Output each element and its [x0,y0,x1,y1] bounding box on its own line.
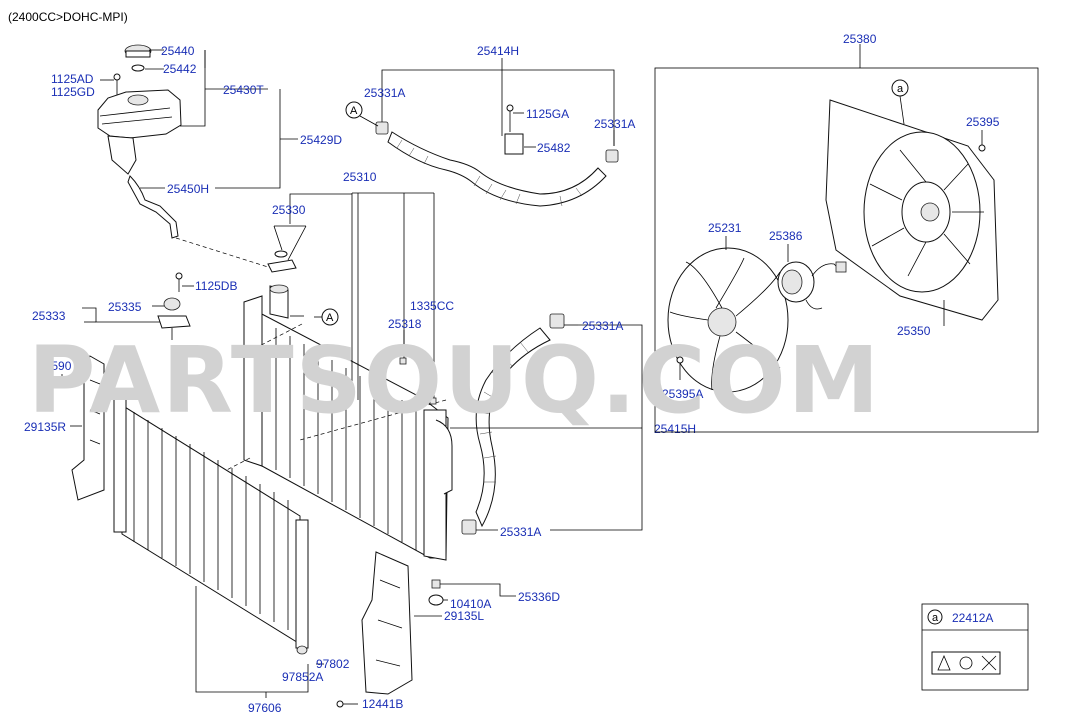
ref-letter-A-top: A [350,105,358,117]
ref-letter-a-fan: a [897,83,904,95]
condenser-illustration [113,395,309,655]
watermark-text: PARTSOUQ.COM [28,327,881,434]
reservoir-tank-illustration [97,44,182,239]
part-label-25430T[interactable]: 25430T [223,83,264,97]
part-label-25395[interactable]: 25395 [966,115,1000,129]
lower-hose-illustration [461,313,565,535]
part-label-1125DB[interactable]: 1125DB [195,279,237,293]
part-label-25310[interactable]: 25310 [343,170,377,184]
part-label-1125GD[interactable]: 1125GD [51,85,95,99]
part-label-29135L[interactable]: 29135L [444,609,484,623]
part-label-25386[interactable]: 25386 [769,229,803,243]
part-label-86590[interactable]: 86590 [38,359,72,373]
part-label-1335CC[interactable]: 1335CC [410,299,454,313]
part-label-25395A[interactable]: 25395A [662,387,703,401]
part-label-25335[interactable]: 25335 [108,300,142,314]
part-label-25482[interactable]: 25482 [537,141,571,155]
part-label-1125GA[interactable]: 1125GA [526,107,569,121]
part-label-25331A-lower-top[interactable]: 25331A [582,319,623,333]
part-label-25440[interactable]: 25440 [161,44,195,58]
part-label-25442[interactable]: 25442 [163,62,197,76]
cooling-fan-illustration [667,247,789,393]
ref-letter-A-radiator: A [326,312,334,324]
fan-assembly-box [654,67,1039,433]
fan-motor-illustration [777,261,847,310]
part-label-25414H[interactable]: 25414H [477,44,519,58]
part-label-25429D[interactable]: 25429D [300,133,342,147]
part-label-25231[interactable]: 25231 [708,221,742,235]
legend-part-22412A[interactable]: 22412A [952,611,993,625]
part-label-97606[interactable]: 97606 [248,701,282,715]
part-label-10410A[interactable]: 10410A [450,597,491,611]
part-label-25450H[interactable]: 25450H [167,182,209,196]
part-label-29135R[interactable]: 29135R [24,420,66,434]
legend-letter: a [932,612,939,624]
part-label-25330[interactable]: 25330 [272,203,306,217]
left-air-guard-illustration [71,355,105,501]
part-label-97802[interactable]: 97802 [316,657,350,671]
part-label-25350[interactable]: 25350 [897,324,931,338]
engine-variant-title: (2400CC>DOHC-MPI) [8,10,128,24]
part-label-25415H[interactable]: 25415H [654,422,696,436]
part-label-25318[interactable]: 25318 [388,317,422,331]
part-label-25333[interactable]: 25333 [32,309,66,323]
part-label-12441B[interactable]: 12441B [362,697,403,711]
legend-box: a 22412A [921,603,1029,691]
part-label-1125AD[interactable]: 1125AD [51,72,94,86]
radiator-illustration [243,284,453,561]
part-label-25331A-upper-left[interactable]: 25331A [364,86,405,100]
part-label-25331A-lower-bottom[interactable]: 25331A [500,525,541,539]
part-label-97852A[interactable]: 97852A [282,670,323,684]
right-air-guard-illustration [361,551,413,695]
part-label-25380[interactable]: 25380 [843,32,877,46]
fan-shroud-illustration [825,99,999,321]
upper-hose-illustration [375,104,619,207]
part-label-25336D[interactable]: 25336D [518,590,560,604]
part-label-25331A-upper-right[interactable]: 25331A [594,117,635,131]
